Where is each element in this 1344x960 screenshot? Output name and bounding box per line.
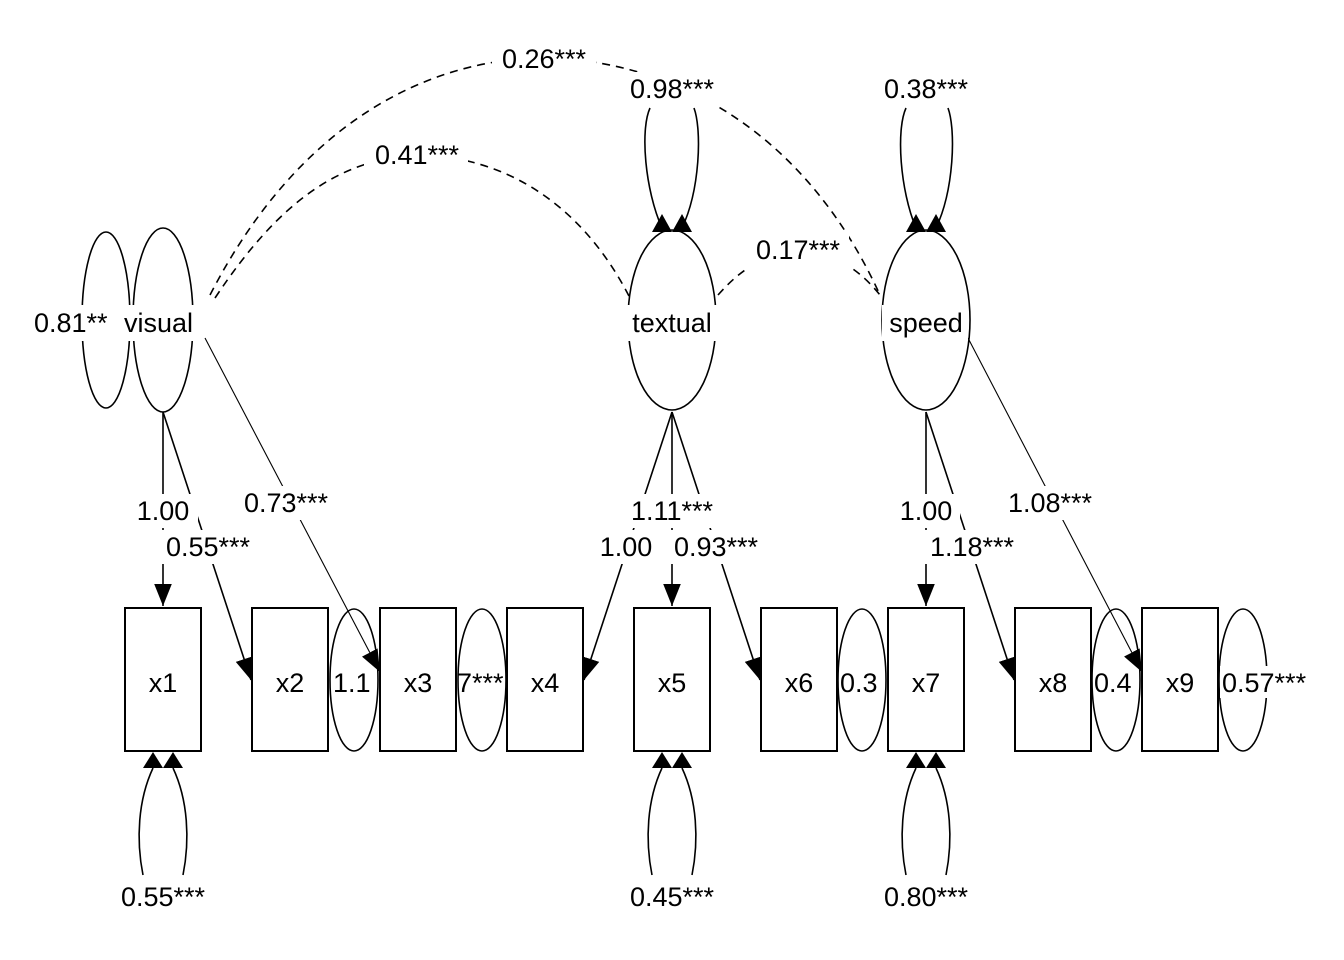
residual-loop-x5[interactable] — [647, 767, 697, 876]
observed-nodes — [124, 607, 1219, 752]
latent-label-visual: visual — [124, 308, 193, 338]
observed-label-x7: x7 — [912, 668, 941, 698]
residual-label-x3: 7*** — [457, 668, 504, 698]
observed-node-x1[interactable] — [124, 607, 202, 752]
residual-label-x7: 0.80*** — [884, 882, 969, 912]
residual-loop-x1[interactable] — [138, 767, 188, 876]
observed-label-x9: x9 — [1166, 668, 1195, 698]
residual-label-x8: 0.4 — [1094, 668, 1132, 698]
residual-loop-x7[interactable] — [901, 767, 951, 876]
latent-label-speed: speed — [889, 308, 963, 338]
residual-loop-x2[interactable] — [329, 608, 379, 752]
observed-label-x4: x4 — [531, 668, 560, 698]
residual-label-x6: 0.3 — [840, 668, 878, 698]
labels: visual textual speed 0.81** 0.98*** 0.38… — [34, 44, 1307, 912]
observed-node-x6[interactable] — [760, 607, 838, 752]
variance-loop-textual[interactable] — [644, 107, 700, 229]
loading-label-speed-x8: 1.18*** — [930, 532, 1015, 562]
observed-node-x2[interactable] — [251, 607, 329, 752]
latent-label-textual: textual — [632, 308, 712, 338]
observed-node-x7[interactable] — [887, 607, 965, 752]
residual-label-x2: 1.1 — [333, 668, 371, 698]
residual-label-x9: 0.57*** — [1222, 668, 1307, 698]
variance-label-textual: 0.98*** — [630, 74, 715, 104]
observed-node-x5[interactable] — [633, 607, 711, 752]
observed-node-x4[interactable] — [506, 607, 584, 752]
covariance-label-visual-speed: 0.26*** — [502, 44, 587, 74]
loading-label-visual-x3: 0.73*** — [244, 488, 329, 518]
observed-node-x8[interactable] — [1014, 607, 1092, 752]
loading-label-textual-x6: 0.93*** — [674, 532, 759, 562]
loading-label-visual-x2: 0.55*** — [166, 532, 251, 562]
loading-label-speed-x9: 1.08*** — [1008, 488, 1093, 518]
residual-label-x5: 0.45*** — [630, 882, 715, 912]
variance-label-speed: 0.38*** — [884, 74, 969, 104]
variance-loop-speed[interactable] — [899, 107, 954, 229]
observed-label-x8: x8 — [1039, 668, 1068, 698]
observed-node-x3[interactable] — [379, 607, 457, 752]
variance-label-visual: 0.81** — [34, 308, 108, 338]
residual-label-x1: 0.55*** — [121, 882, 206, 912]
covariance-label-textual-speed: 0.17*** — [756, 235, 841, 265]
covariance-label-visual-textual: 0.41*** — [375, 140, 460, 170]
loading-label-textual-x5: 1.11*** — [631, 496, 714, 526]
loading-label-textual-x4: 1.00 — [600, 532, 653, 562]
observed-label-x2: x2 — [276, 668, 305, 698]
observed-label-x5: x5 — [658, 668, 687, 698]
observed-label-x3: x3 — [404, 668, 433, 698]
observed-label-x1: x1 — [149, 668, 178, 698]
loading-label-visual-x1: 1.00 — [137, 496, 190, 526]
covariance-visual-textual[interactable] — [214, 154, 631, 299]
observed-label-x6: x6 — [785, 668, 814, 698]
observed-node-x9[interactable] — [1141, 607, 1219, 752]
loading-label-speed-x7: 1.00 — [900, 496, 953, 526]
